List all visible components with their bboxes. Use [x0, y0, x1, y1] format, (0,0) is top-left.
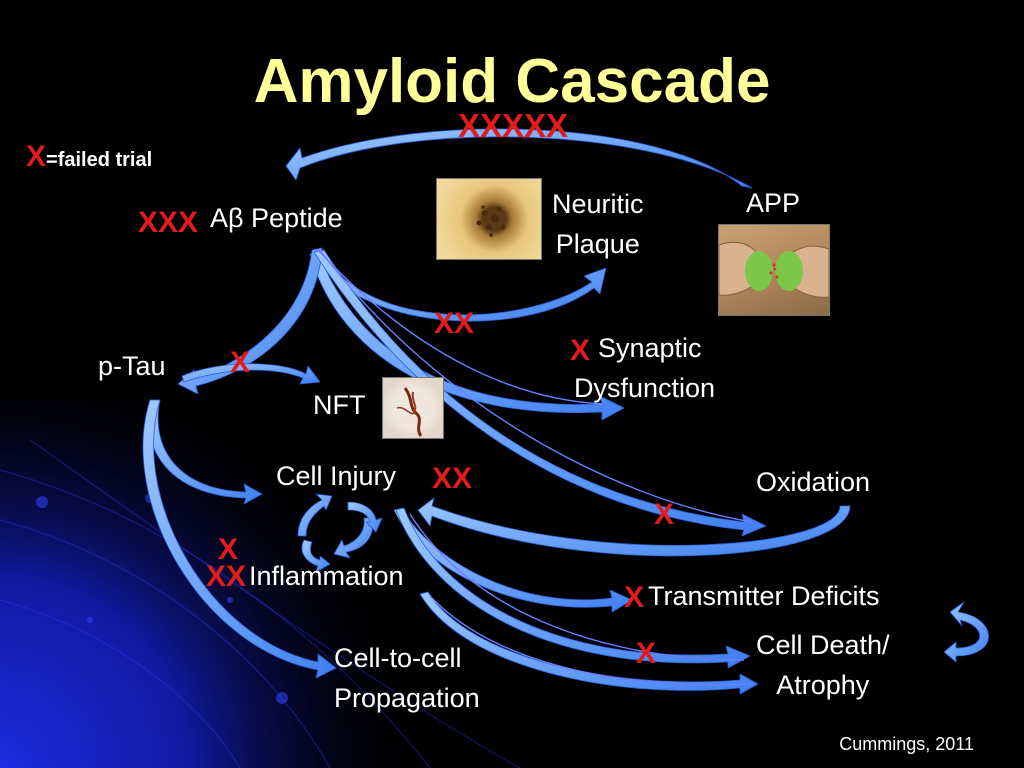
failed-mark-cell-injury: XX: [432, 462, 473, 495]
failed-mark-cell-death: X: [636, 637, 657, 670]
arrow-cell-injury-to-cell-death: [395, 507, 751, 669]
legend: X=failed trial: [26, 140, 152, 174]
failed-mark-inflammation: XX: [206, 560, 247, 593]
app-synapse-illustration-icon: [719, 241, 829, 298]
neurofibrillary-tangle-micrograph-icon: [396, 387, 423, 437]
slide-title: Amyloid Cascade: [253, 47, 771, 116]
arrow-inflammation-cycle-upper: [297, 493, 333, 537]
line-inflammation-to-death-thin: [429, 595, 753, 686]
node-neuritic-plaque: Neuritic Plaque: [552, 189, 644, 259]
failed-mark-ptau: X: [230, 346, 251, 379]
failed-mark-oxidation: X: [654, 498, 675, 531]
arrow-app-to-abeta: [285, 128, 753, 189]
node-abeta-peptide: Aβ Peptide: [210, 203, 343, 233]
neuritic-plaque-micrograph-icon: [476, 205, 506, 237]
node-cell-death-atrophy: Cell Death/ Atrophy: [756, 630, 890, 700]
arrow-inflammation-cycle-right: [347, 501, 383, 533]
node-app: APP: [746, 188, 801, 218]
app-image: [718, 224, 830, 316]
failed-mark-abeta: XXX: [138, 206, 199, 239]
node-synaptic-dysfunction-label: Synaptic Dysfunction: [574, 333, 716, 403]
node-inflammation: Inflammation: [249, 561, 404, 591]
arrow-ptau-to-nft: [181, 363, 321, 385]
line-cell-injury-to-death-thin: [409, 513, 745, 661]
arrow-abeta-to-plaque: [313, 249, 607, 322]
arrow-oxidation-to-cell-injury: [417, 497, 851, 557]
arrow-abeta-to-synaptic: [309, 251, 625, 421]
node-oxidation: Oxidation: [756, 467, 871, 497]
failed-mark-transmitter: X: [624, 581, 645, 614]
node-transmitter-deficits: Transmitter Deficits: [648, 581, 880, 611]
node-cell-to-cell-propagation: Cell-to-cell Propagation: [334, 643, 480, 713]
legend-mark: X: [26, 140, 47, 173]
line-abeta-to-synaptic-thin: [317, 249, 605, 405]
node-p-tau: p-Tau: [98, 351, 166, 381]
arrow-ptau-to-cell-injury: [147, 399, 263, 505]
failed-mark-plaque: XX: [434, 307, 475, 340]
legend-text: =failed trial: [46, 149, 153, 171]
arrow-inflammation-cycle-left: [301, 539, 331, 573]
neuritic-plaque-image: [436, 178, 542, 260]
arrow-ptau-to-propagation: [142, 399, 337, 679]
failed-mark-inflammation-upper: X: [218, 533, 239, 566]
nft-image: [382, 377, 444, 439]
node-nft: NFT: [313, 390, 366, 420]
citation: Cummings, 2011: [839, 734, 974, 754]
failed-mark-synaptic: X: [570, 334, 591, 367]
failed-mark-app-to-abeta: XXXXX: [458, 107, 569, 144]
arrow-inflammation-cycle-lower: [333, 517, 374, 559]
node-synaptic-dysfunction: Synaptic Dysfunction: [574, 328, 715, 408]
line-abeta-to-oxidation-thin: [319, 249, 753, 523]
node-cell-injury: Cell Injury: [276, 461, 397, 491]
arrow-cell-death-cycle: [943, 601, 989, 663]
